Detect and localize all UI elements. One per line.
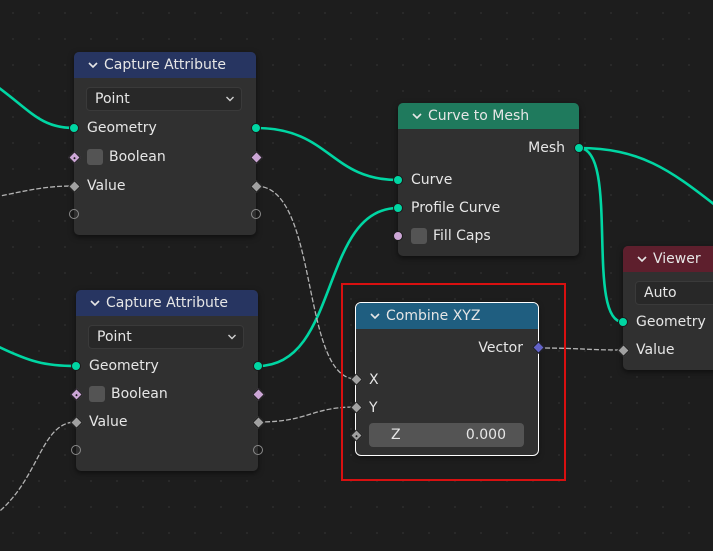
boolean-row: Boolean [76,383,258,405]
mesh-row: Mesh [398,137,579,159]
z-value: 0.000 [465,427,506,443]
y-row: Y [356,397,538,419]
geometry-input-socket[interactable] [71,361,81,371]
z-value-field[interactable]: Z 0.000 [369,423,524,447]
viewer-geometry-input-socket[interactable] [618,317,628,327]
capture-attribute-node-1[interactable]: Capture Attribute Point Geometry Boolean… [68,52,263,235]
value-label: Value [89,414,128,430]
geometry-row: Geometry [74,117,256,139]
viewer-node[interactable]: Viewer Auto Geometry Value [617,246,713,370]
boolean-label: Boolean [109,149,166,165]
value-row: Value [74,175,256,197]
chevron-down-icon[interactable] [635,252,649,266]
domain-dropdown[interactable]: Point [86,87,242,111]
curve-label: Curve [411,172,453,188]
viewer-value-label: Value [636,342,675,358]
virtual-output-socket[interactable] [253,445,263,455]
capture-attribute-header[interactable]: Capture Attribute [76,290,258,316]
fill-caps-label: Fill Caps [433,228,491,244]
capture-attribute-node-2[interactable]: Capture Attribute Point Geometry Boolean… [70,290,265,471]
value-label: Value [87,178,126,194]
fill-caps-input-socket[interactable] [393,231,403,241]
node-title: Capture Attribute [104,57,226,73]
profile-curve-input-socket[interactable] [393,203,403,213]
domain-value: Point [95,91,130,107]
combine-xyz-header[interactable]: Combine XYZ [356,303,538,329]
domain-dropdown[interactable]: Point [88,325,244,349]
geometry-label: Geometry [89,358,159,374]
fill-caps-checkbox[interactable] [411,228,427,244]
chevron-down-icon[interactable] [88,296,102,310]
boolean-row: Boolean [74,146,256,168]
z-label: Z [391,427,401,443]
x-label: X [369,372,379,388]
curve-input-socket[interactable] [393,175,403,185]
node-title: Curve to Mesh [428,108,530,124]
geometry-output-socket[interactable] [253,361,263,371]
node-title: Capture Attribute [106,295,228,311]
vector-row: Vector [356,337,538,359]
curve-to-mesh-node[interactable]: Curve to Mesh Mesh Curve Profile Curve F… [393,103,584,256]
boolean-checkbox[interactable] [87,149,103,165]
capture-attribute-header[interactable]: Capture Attribute [74,52,256,78]
value-row: Value [76,411,258,433]
viewer-domain-value: Auto [644,285,677,301]
virtual-input-socket[interactable] [71,445,81,455]
curve-row: Curve [398,169,579,191]
link-incoming-capture2-value [0,421,77,512]
selection-highlight-box [341,283,566,481]
link-capture1-to-curve [255,126,399,182]
node-title: Viewer [653,251,701,267]
combine-xyz-node[interactable]: Combine XYZ Vector X Y Z 0.000 [350,302,545,456]
boolean-label: Boolean [111,386,168,402]
boolean-checkbox[interactable] [89,386,105,402]
viewer-header[interactable]: Viewer [623,246,713,272]
link-incoming-capture1-value [0,185,75,197]
link-mesh-outgoing [578,146,713,206]
mesh-label: Mesh [528,140,565,156]
geometry-label: Geometry [87,120,157,136]
chevron-down-icon[interactable] [368,309,382,323]
geometry-output-socket[interactable] [251,123,261,133]
fill-caps-row: Fill Caps [398,225,579,247]
geometry-input-socket[interactable] [69,123,79,133]
y-label: Y [369,400,378,416]
viewer-domain-dropdown[interactable]: Auto [635,281,713,305]
profile-curve-label: Profile Curve [411,200,501,216]
link-incoming-capture2-geometry [0,345,77,368]
virtual-output-socket[interactable] [251,209,261,219]
viewer-geometry-label: Geometry [636,314,706,330]
node-title: Combine XYZ [386,308,481,324]
vector-label: Vector [478,340,523,356]
viewer-value-row: Value [623,339,713,361]
chevron-down-icon[interactable] [86,58,100,72]
virtual-input-socket[interactable] [69,209,79,219]
x-row: X [356,369,538,391]
geometry-row: Geometry [76,355,258,377]
chevron-down-icon[interactable] [410,109,424,123]
viewer-geometry-row: Geometry [623,311,713,333]
chevron-down-icon [228,334,236,340]
link-mesh-to-viewer [578,146,624,324]
profile-curve-row: Profile Curve [398,197,579,219]
mesh-output-socket[interactable] [574,143,584,153]
domain-value: Point [97,329,132,345]
chevron-down-icon [226,96,234,102]
link-incoming-capture1-geometry [0,87,75,130]
curve-to-mesh-header[interactable]: Curve to Mesh [398,103,579,129]
